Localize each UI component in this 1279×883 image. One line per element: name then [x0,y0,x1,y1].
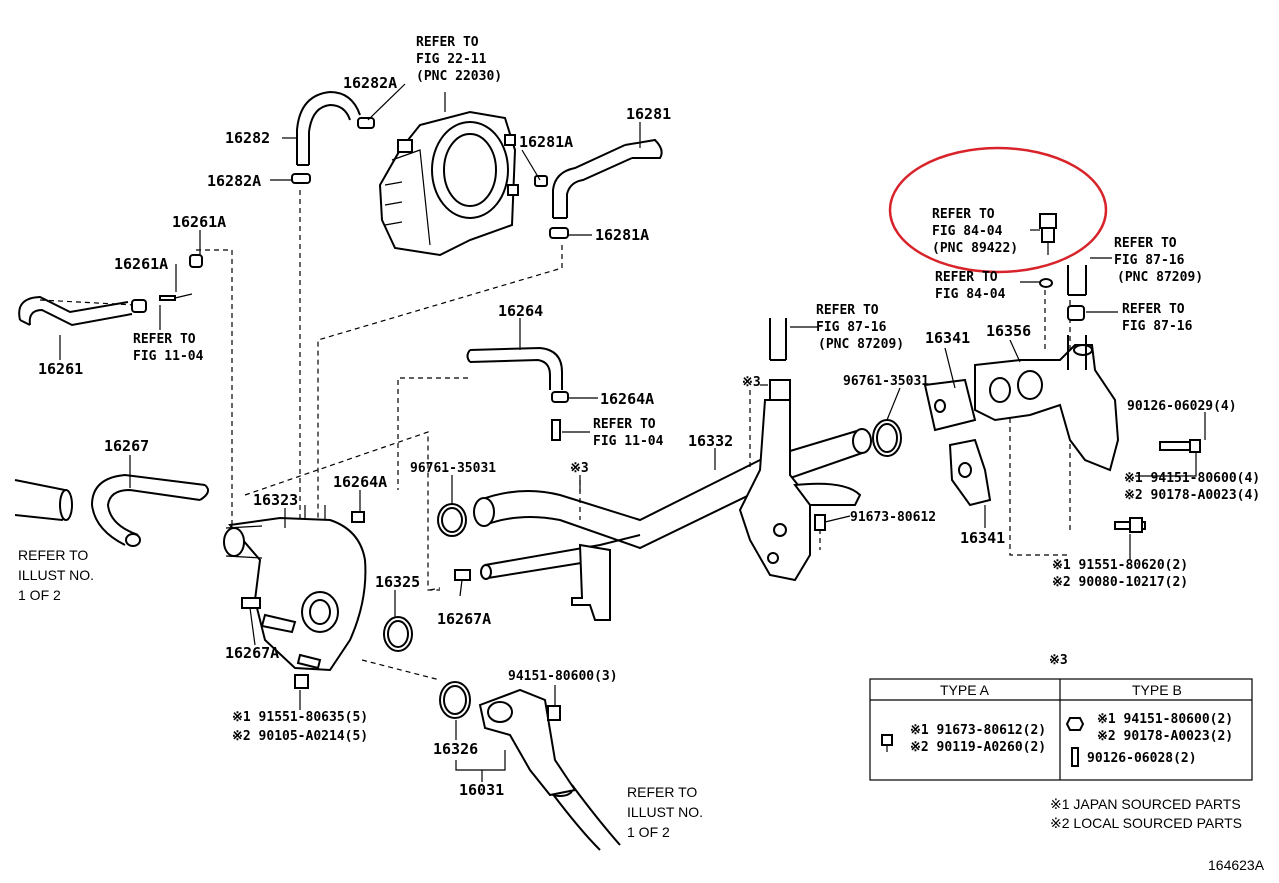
legend-line2: ※2 LOCAL SOURCED PARTS [1050,815,1242,831]
highlight-circle [888,146,1108,274]
label-16282A-low: 16282A [207,172,261,190]
hose-16261 [18,254,203,327]
label-16341-top: 16341 [925,329,970,347]
label-94151-3: 94151-80600(3) [508,669,618,684]
label-16282A-top: 16282A [343,74,397,92]
label-refer-22-11-l3: (PNC 22030) [416,69,502,84]
label-16267A-mid: 16267A [437,610,491,628]
water-outlet-16356 [923,305,1201,533]
label-90080-2: ※2 90080-10217(2) [1052,575,1188,590]
label-16323: 16323 [253,491,298,509]
label-16281A-top: 16281A [519,133,573,151]
label-16264: 16264 [498,302,543,320]
label-refer-87-16-c-l1: REFER TO [1122,302,1185,317]
temperature-sensor [1039,213,1057,288]
label-16341-low: 16341 [960,529,1005,547]
label-90178-4: ※2 90178-A0023(4) [1124,488,1260,503]
throttle-body [378,110,519,257]
thermostat-16031 [478,688,577,797]
label-refer-87-16-b-l1: REFER TO [1114,236,1177,251]
label-refer-87-16-c-l2: FIG 87-16 [1122,319,1193,334]
label-16326: 16326 [433,740,478,758]
label-refer-87-16-a-l3: (PNC 87209) [818,337,904,352]
type-b-row3: 90126-06028(2) [1087,751,1197,766]
label-refer-87-16-a-l2: FIG 87-16 [816,320,887,335]
label-16261A-mid: 16261A [114,255,168,273]
label-16325: 16325 [375,573,420,591]
type-b-row2: ※2 90178-A0023(2) [1097,729,1233,744]
stud-icon [1071,747,1079,767]
label-90126-4: 90126-06029(4) [1127,399,1237,414]
label-refer-illust-right-l1: REFER TO [627,784,697,800]
label-refer-84-04-a-l3: (PNC 89422) [932,241,1018,256]
label-note3-mid: ※3 [570,461,589,476]
hose-stub-left [14,479,73,522]
label-96761-right: 96761-35031 [843,374,929,389]
label-94151-4: ※1 94151-80600(4) [1124,471,1260,486]
label-16267A-left: 16267A [225,644,279,662]
nut-icon [1065,717,1085,731]
label-16031: 16031 [459,781,504,799]
label-refer-84-04-b-l1: REFER TO [935,270,998,285]
label-refer-22-11-l1: REFER TO [416,35,479,50]
bolts [241,511,471,689]
hose-16281 [534,138,663,239]
legend-line1: ※1 JAPAN SOURCED PARTS [1050,796,1241,812]
label-90105-5: ※2 90105-A0214(5) [232,729,368,744]
label-refer-87-16-a-l1: REFER TO [816,303,879,318]
label-refer-illust-left-l1: REFER TO [18,547,88,563]
type-table: ※3 TYPE A TYPE B ※1 91673-80612(2) ※2 90… [869,653,1253,781]
hose-16267 [90,473,210,547]
label-refer-11-04-b-l1: REFER TO [593,417,656,432]
label-91551-2: ※1 91551-80620(2) [1052,558,1188,573]
label-16264A-right: 16264A [600,390,654,408]
water-pipe-16332 [473,379,872,621]
hose-16282 [291,90,375,184]
label-refer-22-11-l2: FIG 22-11 [416,52,487,67]
label-16356: 16356 [986,322,1031,340]
label-16281A-low: 16281A [595,226,649,244]
dashed-guide-lines [39,190,1071,681]
label-refer-illust-right-l2: ILLUST NO. [627,804,703,820]
label-16281: 16281 [626,105,671,123]
type-a-row1: ※1 91673-80612(2) [910,723,1046,738]
label-refer-11-04-a-l2: FIG 11-04 [133,349,204,364]
label-16261A-top: 16261A [172,213,226,231]
label-refer-87-16-b-l2: FIG 87-16 [1114,253,1185,268]
label-refer-illust-left-l3: 1 OF 2 [18,587,61,603]
label-16332: 16332 [688,432,733,450]
figure-id: 164623A [1208,857,1265,873]
label-96761-left: 96761-35031 [410,461,496,476]
label-91673: 91673-80612 [850,510,936,525]
part-labels: REFER TO FIG 22-11 (PNC 22030) 16282A 16… [18,35,1260,840]
o-rings [383,419,902,719]
type-a-header: TYPE A [940,682,990,698]
label-16264A-left: 16264A [333,473,387,491]
label-refer-11-04-a-l1: REFER TO [133,332,196,347]
label-refer-84-04-b-l2: FIG 84-04 [935,287,1006,302]
legend: ※1 JAPAN SOURCED PARTS ※2 LOCAL SOURCED … [1050,796,1242,831]
label-refer-84-04-a-l2: FIG 84-04 [932,224,1003,239]
type-table-note: ※3 [1049,653,1068,668]
water-inlet-16323 [223,505,367,672]
label-16261: 16261 [38,360,83,378]
label-refer-87-16-b-l3: (PNC 87209) [1117,270,1203,285]
leader-lines [59,83,1206,782]
label-note3-upper: ※3 [742,375,761,390]
type-a-row2: ※2 90119-A0260(2) [910,740,1046,755]
type-b-header: TYPE B [1132,682,1182,698]
bolt-icon [881,734,893,746]
label-refer-11-04-b-l2: FIG 11-04 [593,434,664,449]
label-refer-84-04-a-l1: REFER TO [932,207,995,222]
label-16267: 16267 [104,437,149,455]
label-refer-illust-left-l2: ILLUST NO. [18,567,94,583]
label-91551-5: ※1 91551-80635(5) [232,710,368,725]
type-b-row1: ※1 94151-80600(2) [1097,712,1233,727]
hose-16264 [466,346,569,441]
label-16282: 16282 [225,129,270,147]
label-refer-illust-right-l3: 1 OF 2 [627,824,670,840]
